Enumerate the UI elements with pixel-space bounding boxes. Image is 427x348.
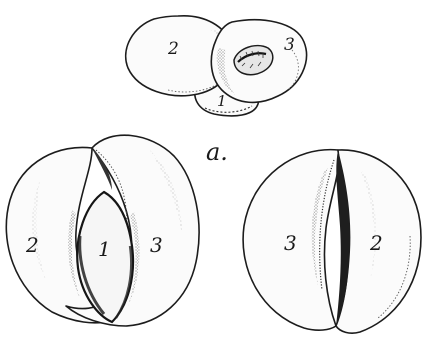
left-label-3: 3 [150, 233, 163, 257]
top-label-1: 1 [217, 92, 227, 110]
top-label-3: 3 [284, 35, 295, 55]
left-label-1: 1 [98, 237, 111, 261]
top-grain-figure: 2 3 1 [126, 16, 307, 116]
figure-label: a. [206, 138, 228, 166]
left-label-2: 2 [25, 233, 39, 257]
top-label-2: 2 [167, 39, 179, 59]
right-label-2: 2 [369, 231, 383, 255]
right-label-3: 3 [284, 231, 297, 255]
right-grain-figure: 3 2 [243, 150, 421, 334]
left-grain-figure: 2 1 3 [6, 135, 199, 326]
